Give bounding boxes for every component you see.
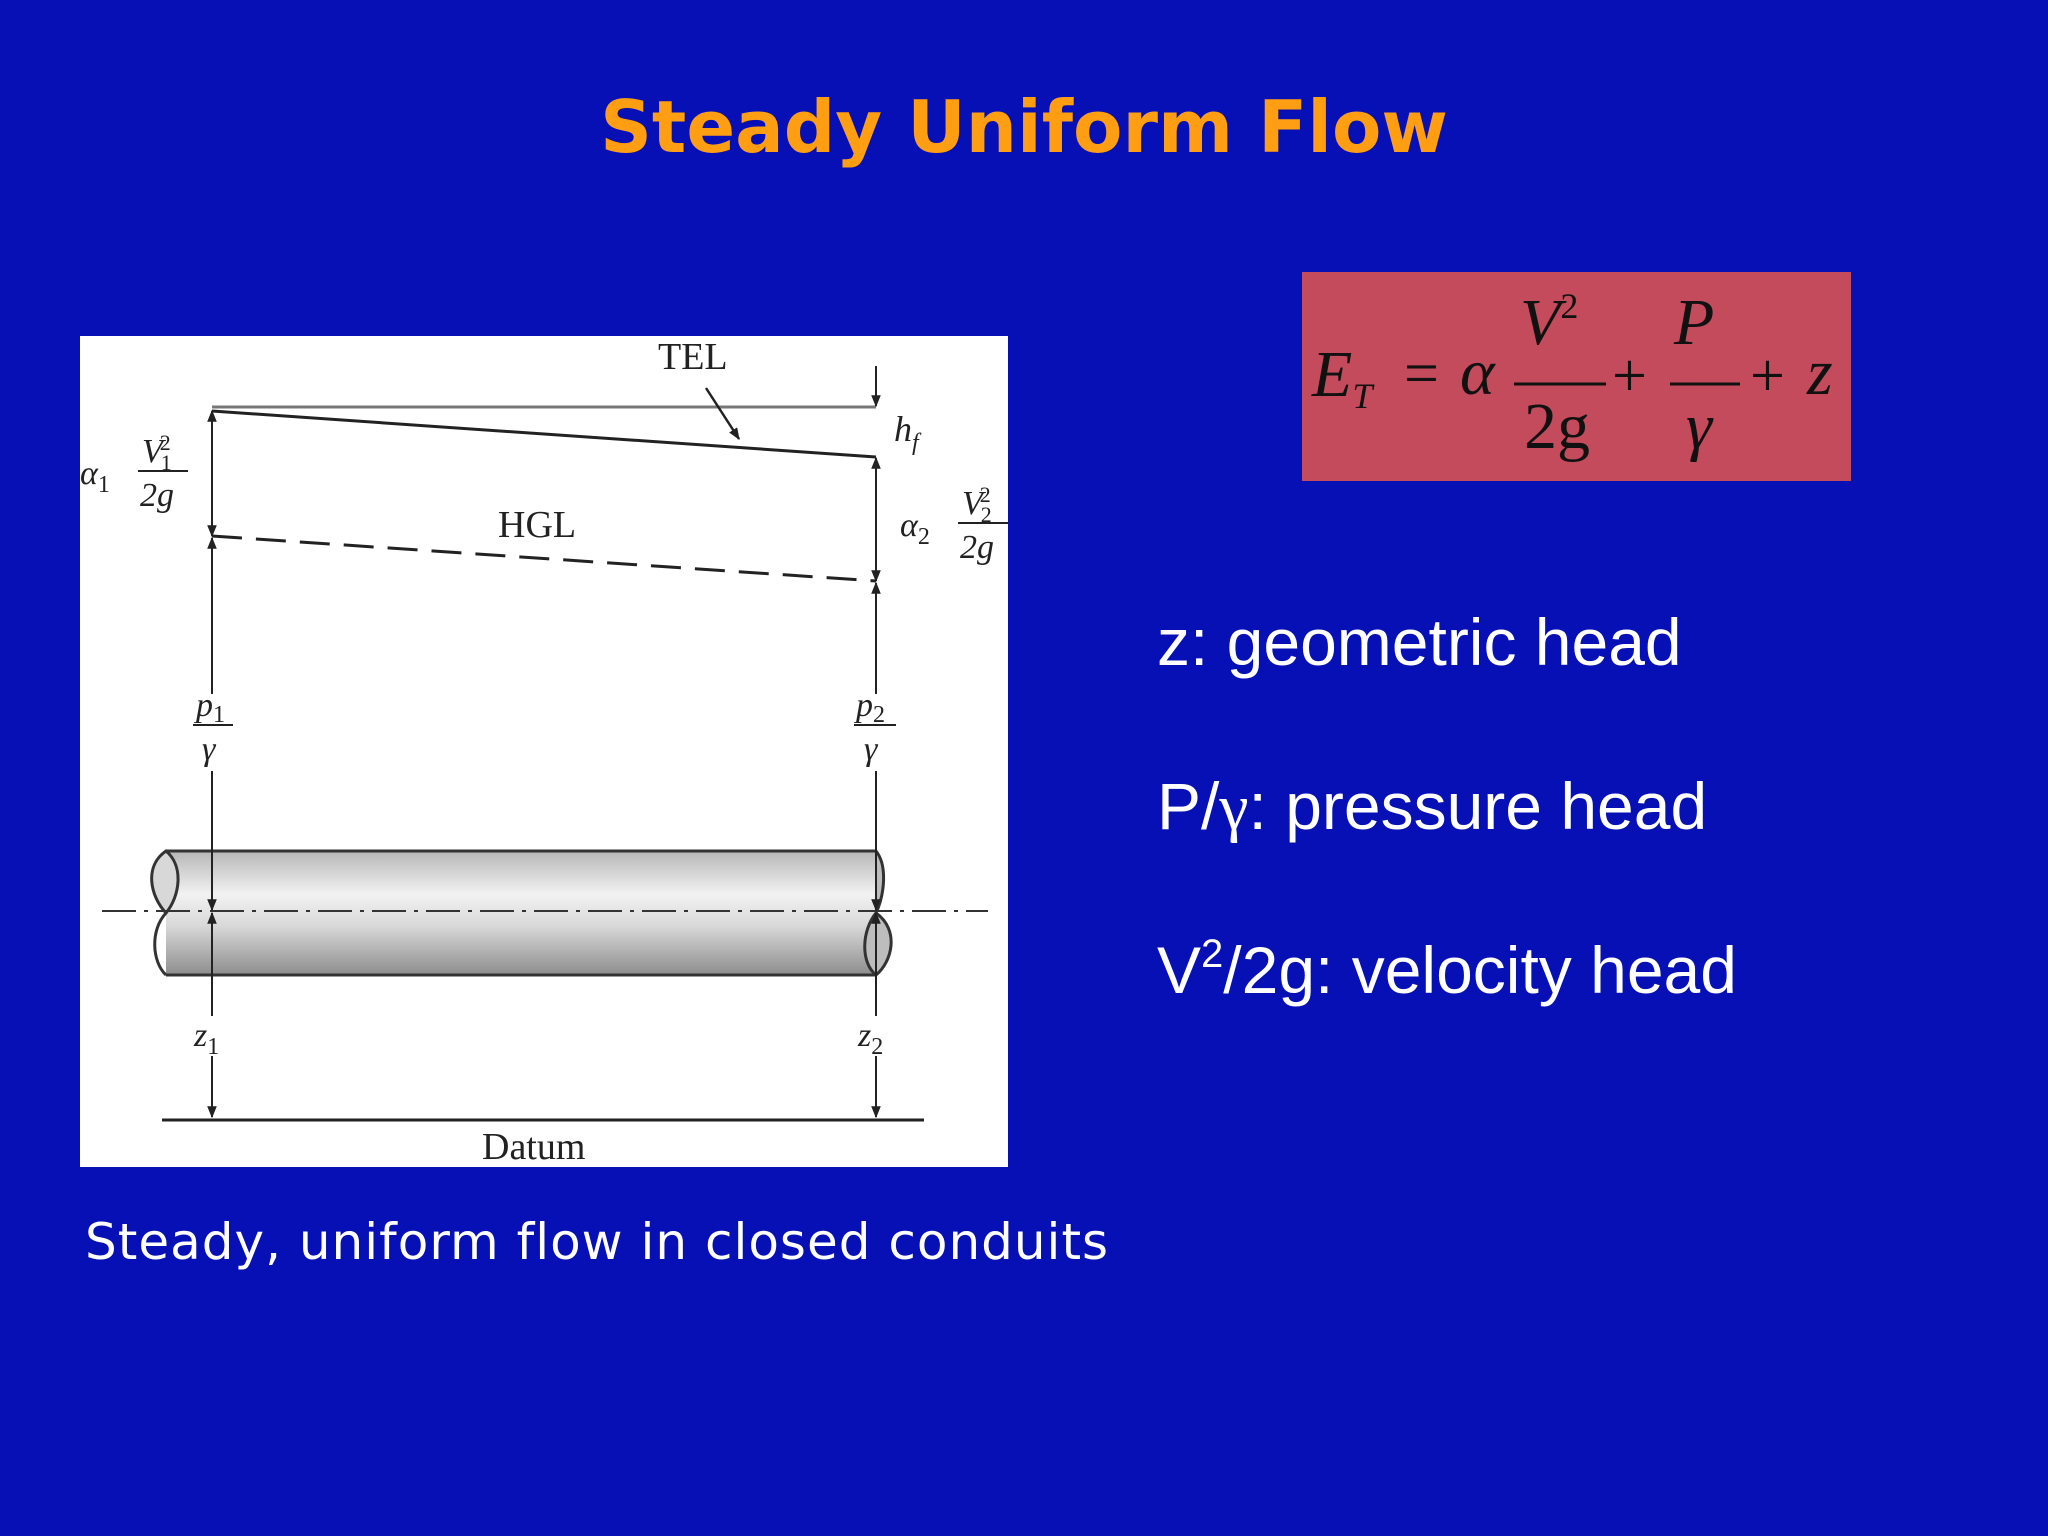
p2-label: p2: [854, 687, 885, 728]
z2-label: z2: [857, 1017, 883, 1060]
definition-geometric-head: z: geometric head: [1157, 605, 1682, 679]
eq-lhs: ET: [1311, 338, 1375, 416]
pressure-symbol: P/: [1157, 769, 1220, 843]
eq-gamma: γ: [1686, 390, 1714, 463]
definition-velocity-head: V2/2g: velocity head: [1157, 930, 1737, 1010]
tel-line: [211, 409, 877, 459]
z1-label: z1: [193, 1017, 219, 1060]
v2-squared-label: V22: [962, 482, 992, 527]
eq-plus: +: [1612, 342, 1647, 410]
gamma2-label: γ: [864, 731, 879, 768]
energy-equation: ET = α V2 2g + P γ + z: [1302, 272, 1851, 481]
gamma1-label: γ: [202, 731, 217, 768]
pipe: [102, 849, 988, 977]
figure-caption: Steady, uniform flow in closed conduits: [85, 1213, 1110, 1271]
hgl-label: HGL: [498, 504, 576, 546]
pressure-text: : pressure head: [1248, 769, 1708, 843]
eq-two-g: 2g: [1524, 390, 1590, 463]
hgl-line: [211, 534, 877, 583]
velocity-exponent: 2: [1201, 932, 1224, 976]
definition-pressure-head: P/γ: pressure head: [1157, 766, 1707, 848]
eq-alpha: α: [1460, 336, 1496, 409]
velocity-text: /2g: velocity head: [1223, 933, 1737, 1007]
alpha2-label: α2: [900, 507, 930, 550]
gamma-symbol: γ: [1219, 771, 1249, 844]
slide-title: Steady Uniform Flow: [600, 85, 1448, 169]
hf-label: hf: [894, 409, 922, 456]
eq-velocity-numerator: V2: [1520, 286, 1578, 359]
v1-squared-label: V12: [142, 430, 172, 475]
tel-pointer-arrow: [704, 387, 741, 441]
flow-diagram: TEL HGL Datum hf α1 V12 2g α2 V22 2g p1 …: [80, 336, 1008, 1167]
eq-plus: +: [1750, 342, 1785, 410]
eq-z: z: [1806, 336, 1833, 409]
two-g-label: 2g: [140, 477, 174, 514]
p1-label: p1: [194, 687, 225, 728]
eq-pressure-numerator: P: [1673, 286, 1714, 359]
alpha1-label: α1: [80, 455, 110, 498]
tel-label: TEL: [658, 336, 728, 378]
velocity-symbol: V: [1157, 933, 1202, 1007]
datum-label: Datum: [482, 1126, 585, 1167]
eq-equals: =: [1404, 340, 1439, 408]
two-g-label: 2g: [960, 529, 994, 566]
